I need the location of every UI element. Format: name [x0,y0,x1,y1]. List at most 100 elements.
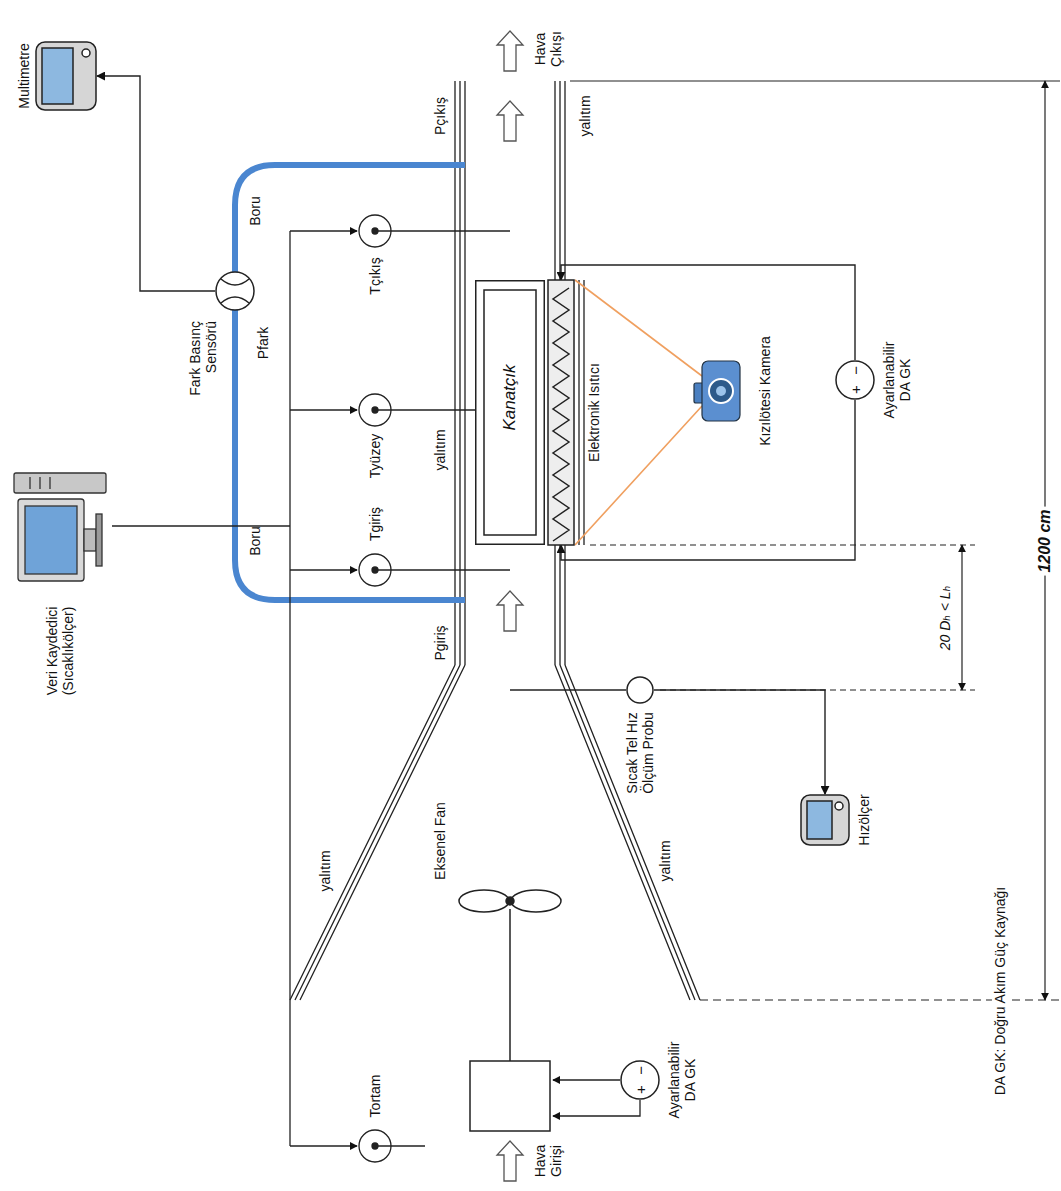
part-label: Boru [247,526,263,556]
power-wire [561,400,855,560]
heater-element: Elektronik Isıtıcı [548,280,574,545]
fan-motor [509,909,511,1061]
part-label: Boru [247,196,263,226]
heater-element-outline [548,280,574,545]
data-logger-icon [14,473,106,581]
part-label: Veri Kaydedici (Sıcaklıkölçer) [44,589,76,714]
power-supply-outline [836,361,874,399]
part-label: Eksenel Fan [432,802,448,880]
flow-arrow [497,31,523,71]
duct-wall [579,280,584,545]
sensor-wire [289,231,290,1146]
thermocouple-symbol [359,215,391,1162]
hot-wire-probe-shape [626,676,654,704]
ir-camera-view [575,280,702,545]
ir-camera-icon [694,361,740,421]
anemometer-outline [801,795,849,845]
thermocouple-symbol [372,407,378,413]
dimension-line [590,545,975,690]
power-supply-outline [621,1061,659,1099]
ir-camera-icon [709,379,733,403]
power-supply: +−Ayarlanabilir DA GK [620,1060,660,1100]
node-label: Elektronik Isıtıcı [586,363,602,462]
thermocouple-symbol [372,228,378,234]
pressure-tube [235,165,465,600]
dimension-line [570,81,1060,1000]
part-label: Tgiriş [367,507,383,541]
hot-wire-probe: Sıcak Tel Hız Ölçüm Probu [626,676,654,704]
pressure-sensor: Fark Basınç Sensörü [215,271,255,311]
dimension-label: 1200 cm [1036,506,1054,575]
fan-wire [553,1079,620,1080]
node-label: Sıcak Tel Hız Ölçüm Probu [624,712,656,794]
data-logger-icon [25,506,77,574]
sensor-wire [290,569,357,570]
fan-motor [459,890,509,912]
part-label: Hava Girişi [532,1137,564,1185]
polarity-sign: − [848,366,863,375]
node-label: Multimetre [16,43,32,108]
duct-wall [455,81,465,665]
duct-wall [555,665,700,1000]
anemometer: Hızölçer [800,794,850,846]
part-label: Kızılötesi Kamera [757,336,773,446]
multimeter-shape [35,41,97,111]
data-logger-icon [84,529,96,551]
part-label: DA GK: Doğru Akım Güç Kaynağı [992,884,1008,1099]
polarity-sign: − [633,1066,648,1075]
ir-camera-icon [716,386,726,396]
sensor-wire [290,1145,357,1146]
part-label: Tyüzey [367,434,383,478]
fin-box: Kanatçık [475,250,545,545]
polarity-sign: + [848,385,863,394]
fan-motor [506,897,514,905]
flow-arrow [497,101,523,141]
fan-motor [459,890,561,1131]
power-wire [561,265,855,360]
sensor-wire [112,231,626,1146]
flow-arrow [497,591,523,631]
node-label: Fark Basınç Sensörü [187,321,219,413]
part-label: Pgiriş [432,625,448,660]
pressure-tube [235,165,465,600]
data-logger-icon [18,499,84,581]
part-label: Pfark [255,327,271,360]
power-supply: +−Ayarlanabilir DA GK [835,360,875,400]
thermocouple-symbol [372,1143,378,1149]
flow-arrow [497,1141,523,1181]
polarity-sign: + [633,1085,648,1094]
part-label: Pçıkış [432,97,448,135]
part-label: Tortam [367,1075,383,1118]
data-logger-icon [96,514,102,566]
data-logger-icon [14,473,106,493]
part-label: yalıtım [657,840,673,881]
sensor-wire [290,230,357,231]
duct-wall [290,665,465,1000]
flow-arrow [497,31,523,1181]
fan-motor [511,890,561,912]
signal-wire [97,76,215,291]
signal-wire [654,690,825,794]
part-label: Hava Çıkışı [532,21,564,77]
sensor-wire [510,689,626,690]
part-label: yalıtım [432,429,448,470]
thermocouple-symbol [375,231,391,1146]
hot-wire-probe-outline [627,677,653,703]
fan-wire [553,1100,640,1116]
node-label: Hızölçer [856,794,872,845]
heater-element-shape [548,280,574,545]
dimension-line [570,80,1060,81]
multimeter-outline [36,42,96,110]
thermocouple-symbol [372,567,378,573]
dimension-line [961,545,962,690]
pressure-sensor-outline [216,272,254,310]
ir-camera-icon [702,361,740,421]
anemometer-shape [800,794,850,846]
data-logger-icon [30,477,50,489]
sensor-wire [290,409,357,410]
duct-wall [290,81,700,1000]
node-label: Kanatçık [500,250,520,545]
sensor-wire [112,525,290,526]
